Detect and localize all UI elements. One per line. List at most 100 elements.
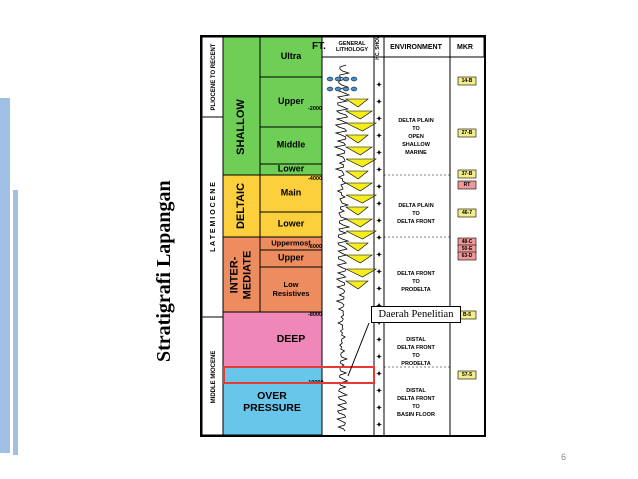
- header-depth: FT.: [312, 41, 326, 52]
- marker-label: 63-D: [462, 253, 473, 259]
- marker-label: B-5: [463, 312, 471, 318]
- subunit-label: Ultra: [281, 51, 302, 61]
- study-area-highlight: [223, 366, 375, 384]
- hc-show-icon: ✦: [376, 183, 382, 191]
- age-label: L A T E M I O C E N E: [210, 182, 217, 252]
- sand-body: [345, 206, 369, 216]
- subunit-label: Upper: [278, 96, 305, 106]
- sand-body: [345, 242, 369, 252]
- sand-body: [345, 170, 369, 180]
- page-number: 6: [561, 452, 567, 462]
- hc-show-icon: ✦: [376, 81, 382, 89]
- header-mkr: MKR: [457, 44, 473, 51]
- marker-box: [457, 169, 477, 179]
- gas-symbol: [350, 76, 358, 82]
- marker-box: [457, 370, 477, 380]
- marker-label: 46-7: [462, 210, 472, 216]
- hc-show-icon: ✦: [376, 132, 382, 140]
- sand-body: [345, 268, 378, 278]
- sand-body: [344, 146, 373, 156]
- hc-show-icon: ✦: [376, 336, 382, 344]
- sand-body: [345, 280, 369, 290]
- marker-box: [457, 251, 477, 261]
- group-label: DEEP: [277, 333, 306, 345]
- hc-show-icon: ✦: [376, 251, 382, 259]
- marker-label: 48-C: [462, 239, 473, 245]
- subunit-label: Lower: [278, 164, 305, 174]
- subunit-label: Uppermost: [271, 238, 311, 247]
- callout-leader-line: [347, 322, 370, 377]
- sand-body: [345, 98, 369, 108]
- depth-label: -6000: [308, 244, 322, 250]
- hc-show-icon: ✦: [376, 421, 382, 429]
- sand-body: [344, 110, 373, 120]
- gas-symbol: [334, 76, 342, 82]
- subunit-label: Middle: [277, 140, 306, 150]
- hc-show-icon: ✦: [376, 234, 382, 242]
- hc-show-icon: ✦: [376, 217, 382, 225]
- gas-symbol: [326, 76, 334, 82]
- group-label: DELTAIC: [235, 183, 247, 229]
- gas-symbol: [342, 76, 350, 82]
- header-environment: ENVIRONMENT: [390, 44, 442, 51]
- sand-body: [344, 182, 373, 192]
- sand-body: [345, 158, 378, 168]
- marker-label: 14-B: [462, 78, 473, 84]
- hc-show-icon: ✦: [376, 353, 382, 361]
- group-band: [222, 366, 323, 435]
- depth-label: -2000: [308, 106, 322, 112]
- marker-box: [457, 76, 477, 86]
- age-column: [202, 37, 224, 435]
- subunit-label: Lower: [278, 219, 305, 229]
- marker-box: [457, 180, 477, 190]
- gas-symbol: [326, 86, 334, 92]
- marker-label: 50-E: [462, 246, 473, 252]
- sand-body: [345, 134, 369, 144]
- sand-body: [344, 218, 373, 228]
- marker-box: [457, 128, 477, 138]
- stratigraphic-column-svg: PLIOCENE TO RECENT L A T E M I O C E N E M…: [202, 37, 484, 435]
- hc-show-icon: ✦: [376, 166, 382, 174]
- hc-show-icon: ✦: [376, 115, 382, 123]
- sand-body: [345, 230, 378, 240]
- hc-show-icon: ✦: [376, 370, 382, 378]
- group-label: INTER-MEDIATE: [229, 251, 254, 300]
- study-area-callout: Daerah Penelitian: [371, 306, 461, 323]
- age-label: PLIOCENE TO RECENT: [211, 43, 217, 110]
- sand-body: [345, 122, 378, 132]
- marker-label: RT: [464, 182, 471, 188]
- gas-symbol: [334, 86, 342, 92]
- hc-show-icon: ✦: [376, 387, 382, 395]
- accent-bar-thin: [13, 190, 18, 455]
- hc-show-icon: ✦: [376, 200, 382, 208]
- subunit-label: Main: [281, 188, 302, 198]
- hc-show-icon: ✦: [376, 98, 382, 106]
- header-hc: HC. SHOW: [375, 37, 381, 60]
- group-band: [222, 37, 323, 176]
- stratigraphic-column: PLIOCENE TO RECENT L A T E M I O C E N E M…: [200, 35, 486, 437]
- hc-show-icon: ✦: [376, 404, 382, 412]
- accent-bar-left: [0, 98, 10, 453]
- marker-label: 37-B: [462, 171, 473, 177]
- hc-show-icon: ✦: [376, 149, 382, 157]
- depth-label: -4000: [308, 176, 322, 182]
- gas-symbol: [350, 86, 358, 92]
- subunit-label: Upper: [278, 253, 305, 263]
- hc-show-icon: ✦: [376, 285, 382, 293]
- sand-body: [345, 194, 378, 204]
- group-label: SHALLOW: [235, 99, 247, 155]
- age-label: MIDDLE MIOCENE: [211, 351, 217, 404]
- marker-label: 27-B: [462, 130, 473, 136]
- depth-label: -8000: [308, 312, 322, 318]
- sand-body: [344, 254, 373, 264]
- gas-symbol: [342, 86, 350, 92]
